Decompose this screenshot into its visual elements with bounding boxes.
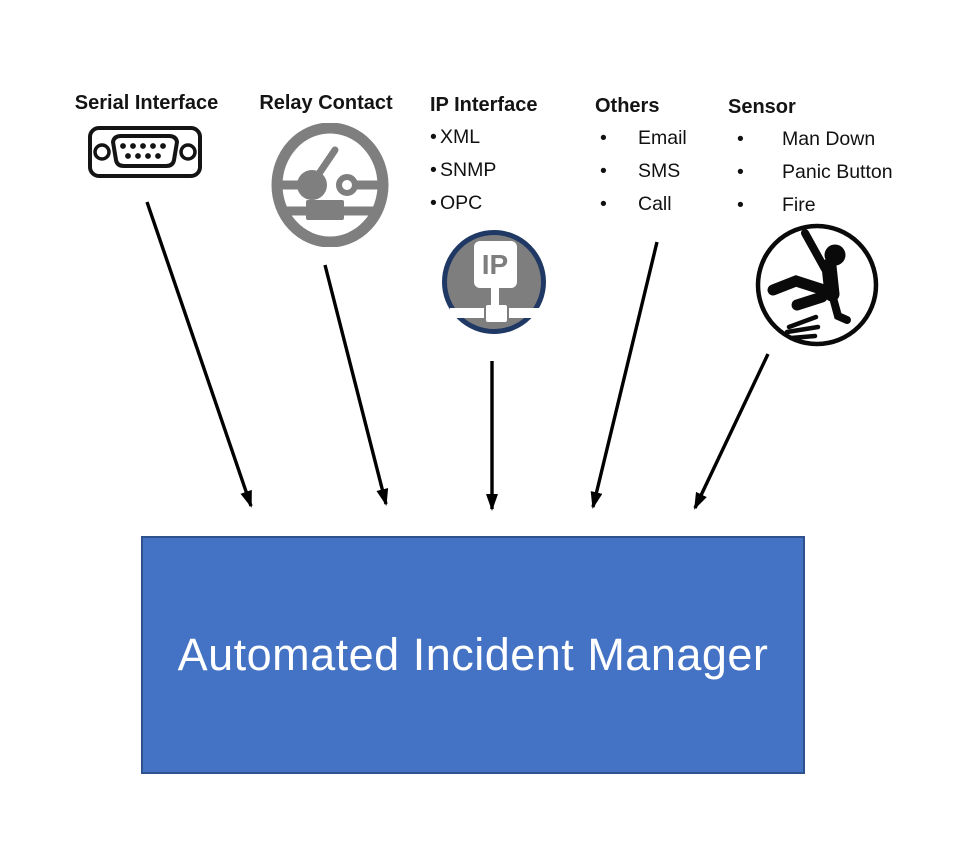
list-item-label: OPC	[440, 192, 483, 214]
source-label-others: Others	[595, 95, 660, 117]
automated-incident-manager-box: Automated Incident Manager	[141, 536, 805, 774]
relay-contact-icon	[271, 123, 389, 247]
bullet-icon: •	[430, 192, 437, 214]
ip-network-icon: IP	[442, 230, 546, 334]
bullet-icon: •	[737, 194, 744, 216]
serial-connector-icon	[88, 126, 202, 178]
list-item-label: Panic Button	[782, 161, 893, 183]
list-item: • Panic Button	[728, 156, 893, 189]
list-item: • SMS	[595, 155, 687, 188]
arrow-others-to-manager	[590, 241, 659, 509]
arrow-serial-to-manager	[145, 201, 253, 508]
list-item-label: Email	[638, 127, 687, 149]
source-label-ip-interface: IP Interface	[430, 94, 538, 116]
list-item: • Fire	[728, 189, 893, 222]
bullet-icon: •	[600, 127, 607, 149]
bullet-icon: •	[430, 126, 437, 148]
bullet-icon: •	[430, 159, 437, 181]
list-item-label: SMS	[638, 160, 681, 182]
source-label-relay-contact: Relay Contact	[259, 92, 393, 114]
list-item: • Email	[595, 122, 687, 155]
source-ip-interface: IP Interface • XML • SNMP • OPC	[430, 92, 537, 220]
bullet-icon: •	[600, 193, 607, 215]
list-item-label: SNMP	[440, 159, 497, 181]
bullet-icon: •	[600, 160, 607, 182]
source-sensor: Sensor • Man Down • Panic Button • Fire	[728, 94, 893, 222]
arrow-relay-to-manager	[323, 264, 389, 506]
manager-box-title: Automated Incident Manager	[177, 629, 769, 680]
list-item-label: Man Down	[782, 128, 876, 150]
list-item: • SNMP	[430, 154, 537, 187]
list-item-label: XML	[440, 126, 481, 148]
arrow-sensor-to-manager	[693, 353, 770, 510]
list-item: • OPC	[430, 187, 537, 220]
list-item-label: Call	[638, 193, 672, 215]
ip-interface-list: • XML • SNMP • OPC	[430, 121, 537, 220]
ip-badge-text: IP	[482, 249, 508, 280]
source-label-sensor: Sensor	[728, 96, 796, 118]
source-others: Others • Email • SMS • Call	[595, 93, 687, 221]
list-item-label: Fire	[782, 194, 816, 216]
list-item: • Man Down	[728, 123, 893, 156]
list-item: • XML	[430, 121, 537, 154]
source-label-serial-interface: Serial Interface	[74, 92, 219, 114]
list-item: • Call	[595, 188, 687, 221]
man-down-icon	[755, 223, 879, 347]
sensor-list: • Man Down • Panic Button • Fire	[728, 123, 893, 222]
bullet-icon: •	[737, 128, 744, 150]
bullet-icon: •	[737, 161, 744, 183]
others-list: • Email • SMS • Call	[595, 122, 687, 221]
